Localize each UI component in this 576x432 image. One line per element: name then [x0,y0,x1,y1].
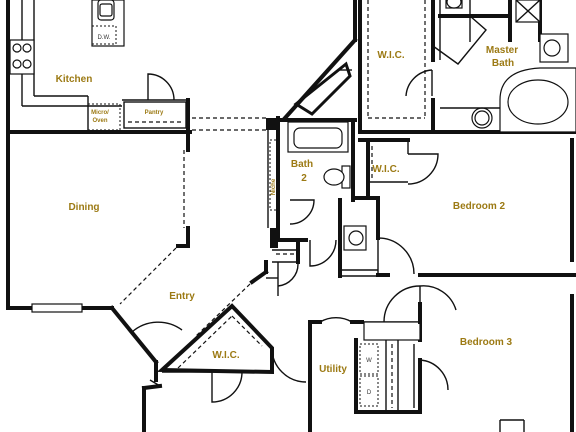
kitchen-label: Kitchen [56,74,93,85]
micro-oven-icon [87,103,121,131]
master-bath-fixtures [405,0,576,133]
utility-label: Utility [319,364,347,375]
pantry-door-icon [147,73,175,101]
washer-dryer-icon [359,343,379,407]
bath2-wic-door-icon [407,153,439,185]
micro-oven-label-line2: Oven [92,118,107,124]
entry-wic-door-icon [211,371,243,403]
bath2-fixtures [269,121,367,267]
kitchen-fixtures [9,0,187,131]
dining-label: Dining [68,202,99,213]
walls [6,0,576,432]
pantry-label: Pantry [145,110,164,116]
bath2-door-icon [289,199,315,225]
entry-label: Entry [169,291,195,302]
bedroom2-door-icon [377,237,415,275]
bedroom3-label: Bedroom 3 [460,337,513,348]
front-door-icon [131,321,183,333]
sink-icon [543,39,561,57]
dryer-label: D [367,390,372,396]
bedroom2-label: Bedroom 2 [453,201,506,212]
entry-wic-label: W.I.C. [212,350,239,361]
utility-door-icon [319,317,353,323]
bath2-label-line1: Bath [291,159,313,170]
master-wic-door-icon [405,69,433,97]
niche-label: Niche [271,178,277,195]
room-labels: Kitchen Dining Entry Bath 2 W.I.C. Maste… [56,45,519,375]
master-bath-label-line2: Bath [492,58,514,69]
bedroom3-door-icon [383,285,421,323]
fixture-labels: Pantry Micro/ Oven D.W. Niche W D [91,35,372,396]
dishwasher-label: D.W. [98,35,111,41]
door-swings [131,153,457,403]
master-bath-label-line1: Master [486,45,518,56]
master-wic-label: W.I.C. [377,50,404,61]
bath2-wic-label: W.I.C. [372,164,399,175]
washer-label: W [366,358,372,364]
bath2-label-line2: 2 [301,173,307,184]
micro-oven-label-line1: Micro/ [91,110,109,116]
